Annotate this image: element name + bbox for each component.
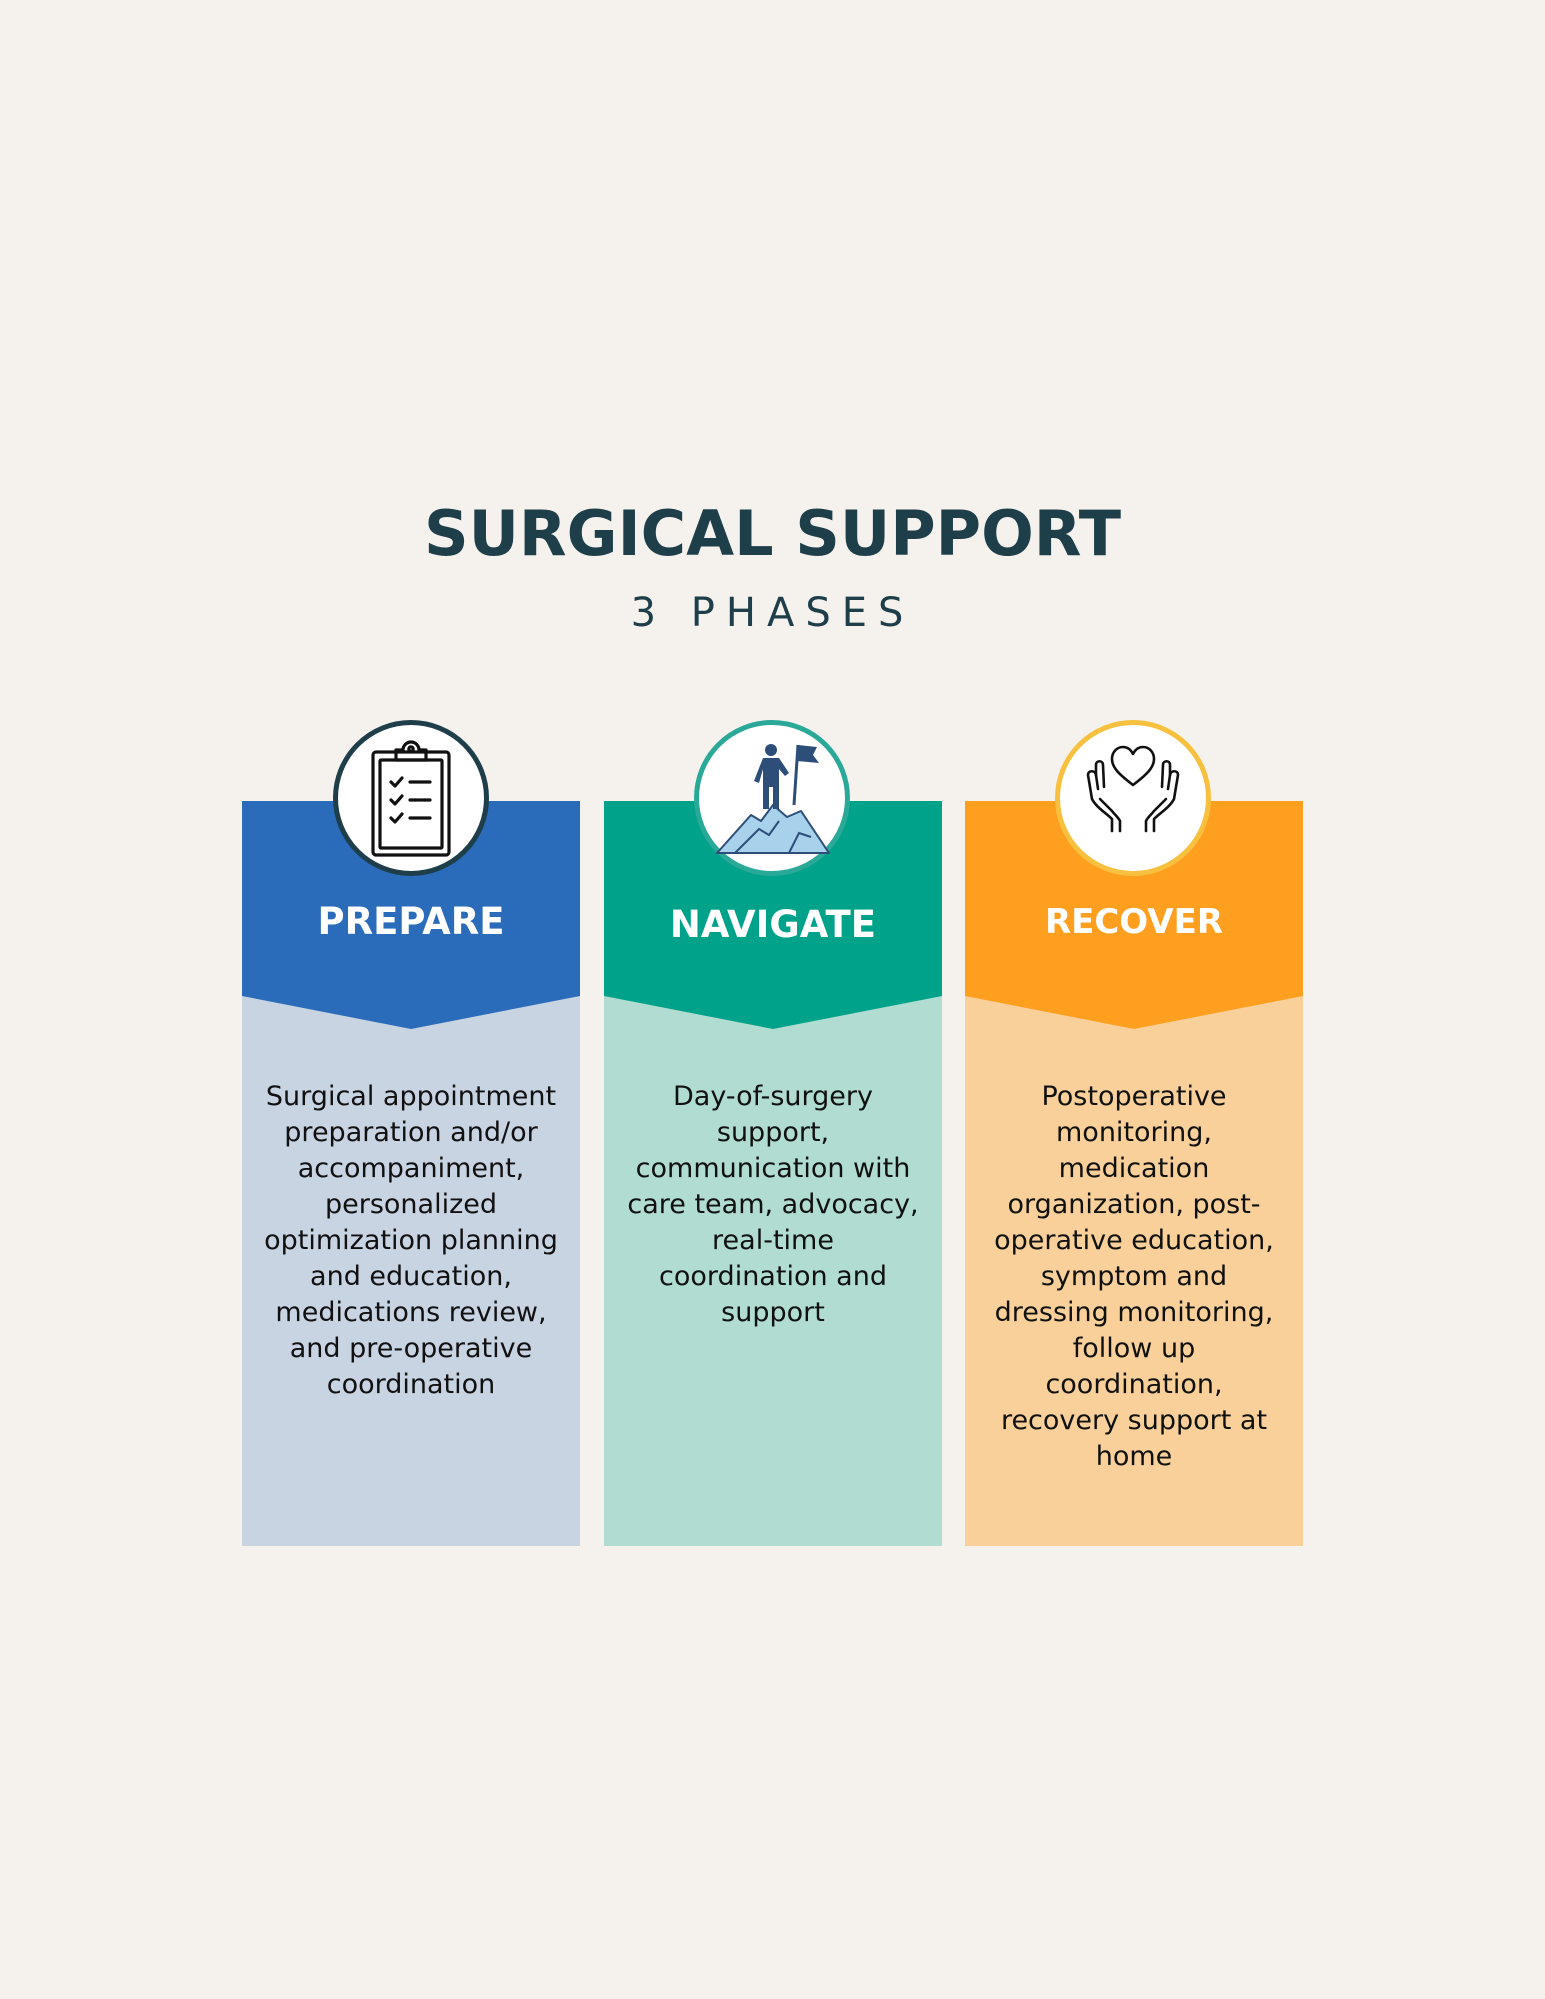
summit-flag-icon [716, 744, 830, 854]
phase-card-body [242, 996, 580, 1546]
phase-card-recover: RECOVER Postoperative monitoring, medica… [965, 801, 1303, 1546]
hands-heart-icon [1086, 745, 1180, 833]
phase-title: RECOVER [1044, 902, 1224, 942]
phase-description: Day-of-surgery support, communication wi… [627, 1081, 919, 1328]
phase-header-banner [965, 801, 1303, 1029]
phase-description: Postoperative monitoring, medication org… [994, 1081, 1274, 1472]
page-subtitle: 3 PHASES [630, 590, 915, 636]
phase-header-banner [604, 801, 942, 1029]
hands-heart-badge [1055, 720, 1211, 876]
clipboard-badge [333, 720, 489, 876]
phase-card-body [604, 996, 942, 1546]
phase-card-navigate: NAVIGATE Day-of-surgery support, communi… [604, 801, 942, 1546]
phase-card-body [965, 996, 1303, 1546]
page-title: SURGICAL SUPPORT [423, 497, 1122, 570]
phase-description: Surgical appointment preparation and/or … [264, 1081, 558, 1400]
phase-header-banner [242, 801, 580, 1029]
summit-badge [694, 720, 850, 876]
phase-title: NAVIGATE [669, 903, 877, 946]
clipboard-checklist-icon [371, 740, 451, 857]
phase-title: PREPARE [317, 900, 505, 943]
phase-card-prepare: PREPARE Surgical appointment preparation… [242, 801, 580, 1546]
